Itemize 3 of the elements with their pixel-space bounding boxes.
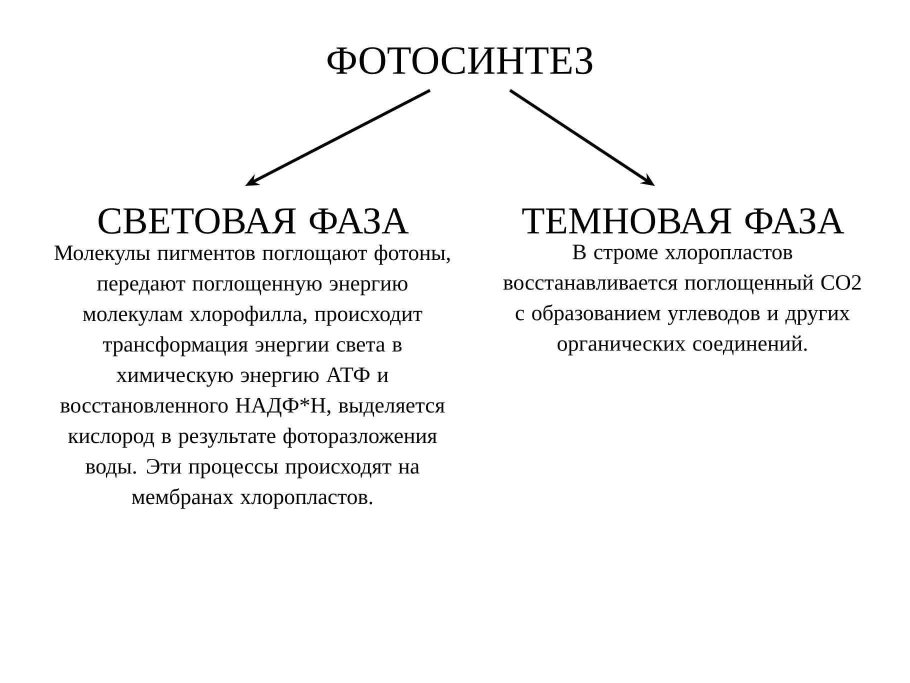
title-text: ФОТОСИНТЕЗ — [328, 47, 592, 74]
phase-text: ТЕМНОВАЯ ФАЗА В строме хлоропластов восстанавливается поглощенный СО2 с образованием углеводов и других органических соединений. — [503, 208, 861, 356]
phase-text: СВЕТОВАЯ ФАЗА Молекулы пигментов поглощают фотоны, передают поглощенную энергию молекулам хлорофилла, происходит трансформация энергии света в химическую энергию АТФ и восстановленного НАДФ*Н, выделяется кислород в результате фоторазложения воды. Эти процессы происходят на мембранах хлоропластов. — [54, 208, 450, 509]
